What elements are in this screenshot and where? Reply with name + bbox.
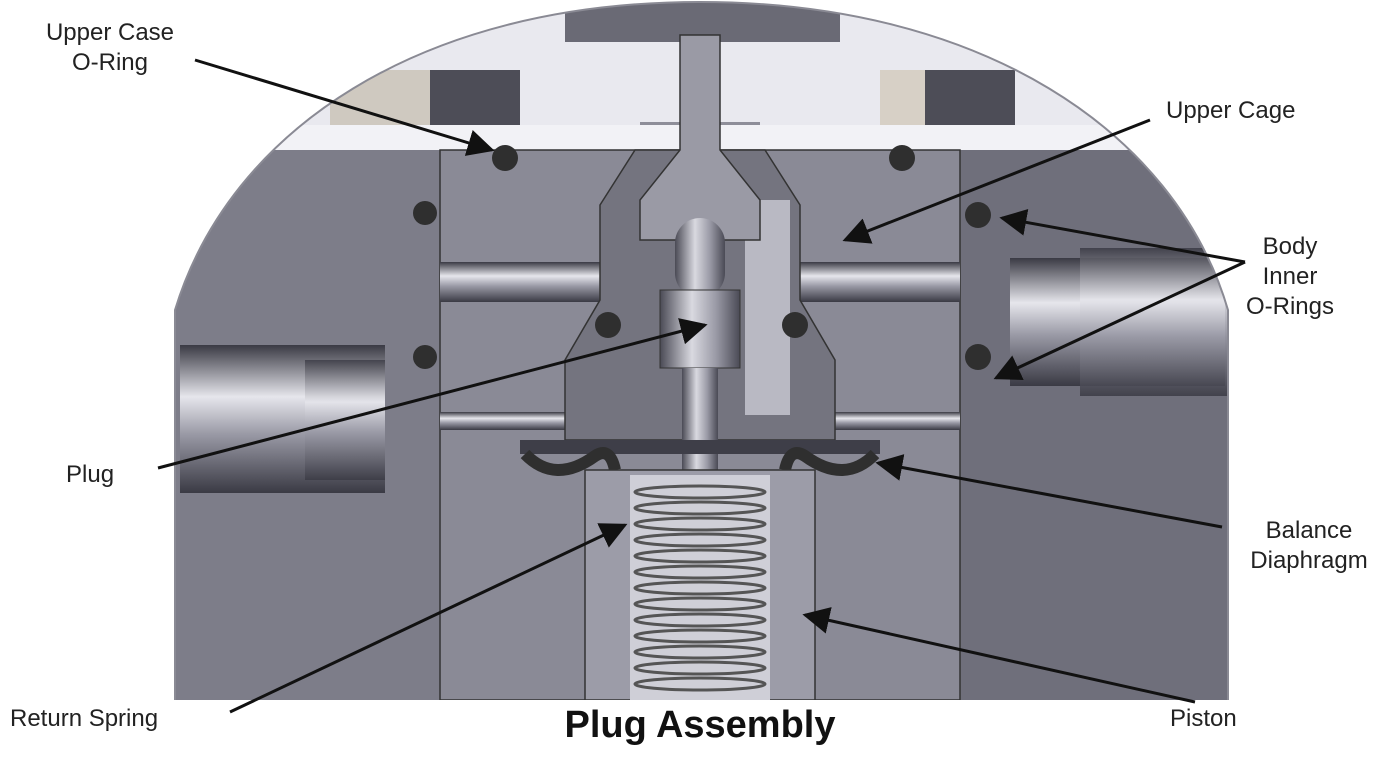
right-bore	[790, 262, 960, 302]
arrow-balance-diaphragm	[875, 454, 1223, 529]
plug-body	[659, 289, 741, 369]
label-body-inner-orings-line2: Inner	[1262, 263, 1318, 290]
plug-stem	[639, 34, 761, 241]
o-rings	[413, 145, 991, 370]
right-cap-lug	[880, 70, 925, 125]
arrow-piston	[802, 607, 1196, 704]
diaphragm-left-fold	[520, 447, 621, 476]
label-upper-cage: Upper Cage	[1166, 97, 1296, 124]
left-bore	[440, 262, 610, 302]
right-fitting-neck	[1080, 248, 1228, 396]
label-upper-case-oring-line1: Upper Case	[45, 19, 175, 46]
arrow-return-spring	[229, 523, 628, 714]
label-body-inner-orings-line3: O-Rings	[1245, 293, 1335, 320]
arrow-upper-case-oring	[194, 58, 495, 156]
label-upper-case-oring-line2: O-Ring	[71, 49, 149, 76]
leader-arrows	[157, 58, 1246, 714]
plug-top	[675, 218, 725, 298]
left-cap-nut	[430, 70, 520, 125]
arrow-plug	[157, 318, 708, 470]
diaphragm-plate	[520, 440, 880, 454]
right-body	[960, 150, 1228, 700]
arrow-body-inner-oring-lower	[993, 260, 1246, 380]
label-piston: Piston	[1170, 705, 1237, 732]
diaphragm-right-fold	[779, 447, 880, 476]
right-lower-bore	[820, 412, 960, 430]
label-upper-case-oring: Upper Case O-Ring	[20, 18, 200, 78]
label-return-spring: Return Spring	[10, 705, 159, 732]
diagram-title: Plug Assembly	[564, 704, 836, 746]
label-body-inner-orings: Body Inner O-Rings	[1230, 232, 1350, 322]
label-balance-diaphragm-line2: Diaphragm	[1250, 547, 1368, 574]
label-plug: Plug	[66, 461, 115, 488]
dome-outline	[174, 0, 1229, 700]
arrow-body-inner-oring-upper	[999, 209, 1246, 264]
label-balance-diaphragm-line1: Balance	[1265, 517, 1353, 544]
right-cap-nut	[925, 70, 1015, 125]
label-body-inner-orings-line1: Body	[1262, 233, 1318, 260]
plug-rod	[682, 368, 718, 478]
spring-cavity	[630, 475, 770, 700]
return-spring-coils	[633, 484, 767, 692]
label-balance-diaphragm: Balance Diaphragm	[1224, 516, 1394, 576]
arrow-upper-cage	[842, 118, 1151, 244]
